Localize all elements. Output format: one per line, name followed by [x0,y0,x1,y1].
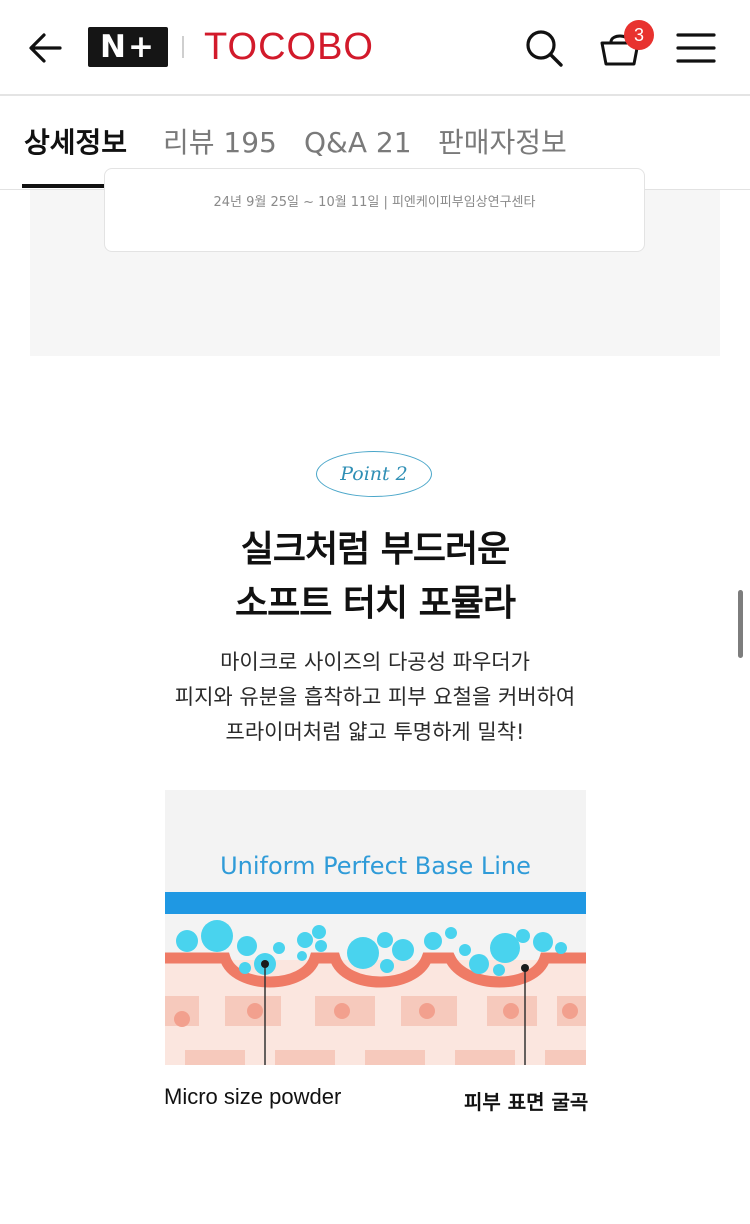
menu-button[interactable] [676,30,716,66]
description-line-2: 피지와 유분을 흡착하고 피부 요철을 커버하여 [174,685,576,709]
header-divider [182,36,184,58]
tab-seller-info[interactable]: 판매자정보 [438,126,567,159]
search-icon [526,30,563,67]
hamburger-menu-icon [676,33,716,63]
figure-label-micro-powder: Micro size powder [164,1084,342,1109]
back-button[interactable] [26,28,66,68]
description-line-3: 프라이머처럼 얇고 투명하게 밀착! [225,720,525,744]
clinical-test-card: 24년 9월 25일 ~ 10월 11일 | 피엔케이피부임상연구센타 [104,168,645,252]
top-app-bar: N+ TOCOBO 3 [0,0,750,96]
figure-label-skin-surface: 피부 표면 굴곡 [464,1090,589,1114]
page-scrollbar[interactable] [738,590,743,658]
section-headline-line-1: 실크처럼 부드러운 [240,529,511,570]
arrow-left-icon [29,33,62,63]
active-tab-indicator [22,184,135,188]
section-headline-line-2: 소프트 터치 포뮬라 [234,583,516,624]
search-button[interactable] [522,26,566,70]
logo-badge-text: N+ [100,29,156,65]
skin-layer-diagram [165,892,586,1065]
cart-count-badge: 3 [624,20,654,50]
naver-plus-logo[interactable]: N+ [88,27,168,67]
base-line-illustration: Uniform Perfect Base Line [165,790,586,1065]
tab-qna[interactable]: Q&A 21 [304,126,412,159]
point-badge: Point 2 [316,451,432,497]
tab-reviews[interactable]: 리뷰 195 [163,126,277,159]
tab-detail-info[interactable]: 상세정보 [24,126,128,159]
figure-title: Uniform Perfect Base Line [220,852,531,880]
clinical-test-note: 24년 9월 25일 ~ 10월 11일 | 피엔케이피부임상연구센타 [213,195,536,210]
brand-logo[interactable]: TOCOBO [204,26,374,68]
description-line-1: 마이크로 사이즈의 다공성 파우더가 [220,650,530,674]
